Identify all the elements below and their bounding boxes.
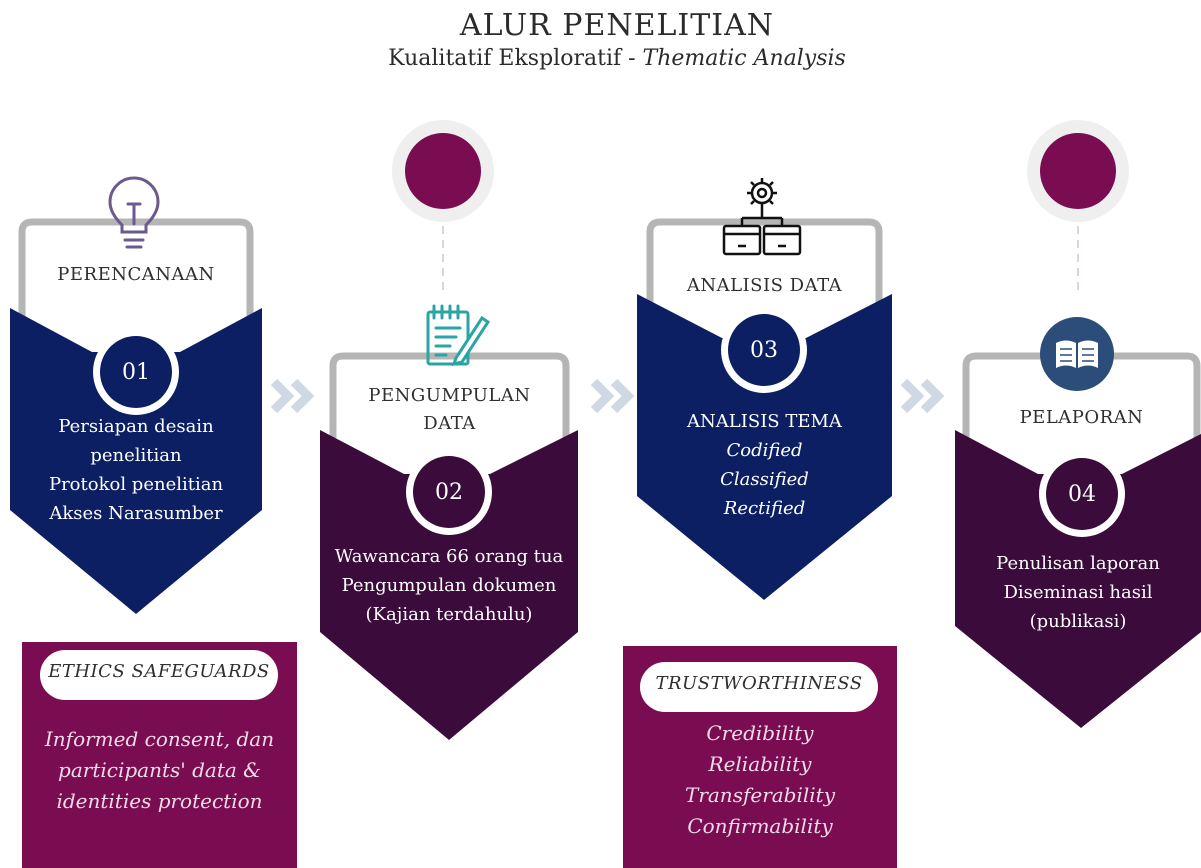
- step-1-label: PERENCANAAN: [57, 264, 215, 285]
- step-4-label: PELAPORAN: [1019, 407, 1144, 428]
- step-1-bracket: [18, 218, 254, 318]
- step-2-line: Pengumpulan dokumen: [341, 575, 557, 596]
- step-2-card: [320, 352, 578, 740]
- trust-line: Reliability: [708, 752, 812, 776]
- step-2-shape: [320, 430, 578, 740]
- step-2-details: Wawancara 66 orang tua Pengumpulan dokum…: [320, 542, 578, 629]
- step-4-top-ornament: [1027, 120, 1129, 292]
- step-1-line: Persiapan desain: [58, 416, 214, 437]
- page-title: ALUR PENELITIAN: [459, 8, 775, 43]
- step-2-line: (Kajian terdahulu): [365, 604, 533, 625]
- ethics-details: Informed consent, dan participants' data…: [22, 724, 297, 817]
- trust-line: Credibility: [706, 721, 814, 745]
- step-2-top-ornament: [392, 120, 494, 292]
- step-1-details: Persiapan desain penelitian Protokol pen…: [10, 412, 262, 528]
- ethics-line: identities protection: [56, 789, 263, 813]
- trust-line: Confirmability: [687, 814, 833, 838]
- chevron-right-icon: [900, 378, 945, 414]
- chevron-right-icon: [590, 378, 635, 414]
- ethics-pill: [40, 650, 278, 700]
- trust-line: Transferability: [684, 783, 836, 807]
- step-4-number: 04: [1068, 482, 1096, 507]
- step-1-line: penelitian: [90, 445, 182, 466]
- step-2-line: Wawancara 66 orang tua: [334, 546, 564, 567]
- step-2-number: 02: [435, 480, 463, 505]
- step-4-number-circle: [1046, 458, 1118, 530]
- step-2-label-line: DATA: [423, 413, 476, 434]
- book-icon: [1040, 317, 1114, 391]
- subtitle-prefix: Kualitatif Eksploratif -: [388, 46, 643, 71]
- ethics-title: ETHICS SAFEGUARDS: [48, 661, 270, 682]
- step-1-card: [10, 218, 262, 614]
- chevron-right-icon: [270, 378, 315, 414]
- step-4-details: Penulisan laporan Diseminasi hasil (publ…: [955, 549, 1201, 636]
- step-2-number-circle: [413, 456, 485, 528]
- step-3-card: [637, 218, 892, 600]
- lightbulb-icon: [108, 176, 160, 249]
- step-2-bracket: [329, 352, 570, 438]
- trust-details: Credibility Reliability Transferability …: [623, 718, 897, 842]
- step-4-line: Penulisan laporan: [996, 553, 1160, 574]
- subtitle-emphasis: Thematic Analysis: [642, 46, 846, 71]
- step-3-bracket: [646, 218, 883, 304]
- step-4-shape: [955, 430, 1201, 728]
- page-subtitle: Kualitatif Eksploratif - Thematic Analys…: [0, 46, 1201, 71]
- step-3-number: 03: [750, 338, 778, 363]
- step-3-details: Codified Classified Rectified: [637, 436, 892, 523]
- step-3-line: Codified: [726, 440, 803, 461]
- step-2-label: PENGUMPULAN DATA: [333, 382, 566, 438]
- trust-pill: [640, 662, 878, 712]
- step-3-shape: [637, 294, 892, 600]
- gear-hierarchy-icon: [722, 178, 802, 256]
- step-3-label: ANALISIS DATA: [686, 275, 843, 296]
- step-3-line: Rectified: [723, 498, 806, 519]
- step-3-number-circle: [728, 314, 800, 386]
- step-1-number-circle: [100, 336, 172, 408]
- step-1-shape: [10, 308, 262, 614]
- trust-title: TRUSTWORTHINESS: [655, 673, 863, 694]
- step-1-number: 01: [122, 360, 150, 385]
- ethics-line: participants' data &: [58, 758, 261, 782]
- step-4-card: [955, 352, 1201, 728]
- step-3-heading: ANALISIS TEMA: [687, 411, 842, 432]
- step-4-line: Diseminasi hasil: [1003, 582, 1153, 603]
- step-4-line: (publikasi): [1029, 611, 1127, 632]
- step-3-line: Classified: [720, 469, 809, 490]
- step-4-top-dot: [1040, 133, 1116, 209]
- step-2-top-dot: [405, 133, 481, 209]
- clipboard-pencil-icon: [426, 304, 491, 367]
- step-1-line: Akses Narasumber: [49, 503, 223, 524]
- step-2-label-line: PENGUMPULAN: [368, 385, 531, 406]
- ethics-line: Informed consent, dan: [44, 727, 275, 751]
- step-1-line: Protokol penelitian: [48, 474, 224, 495]
